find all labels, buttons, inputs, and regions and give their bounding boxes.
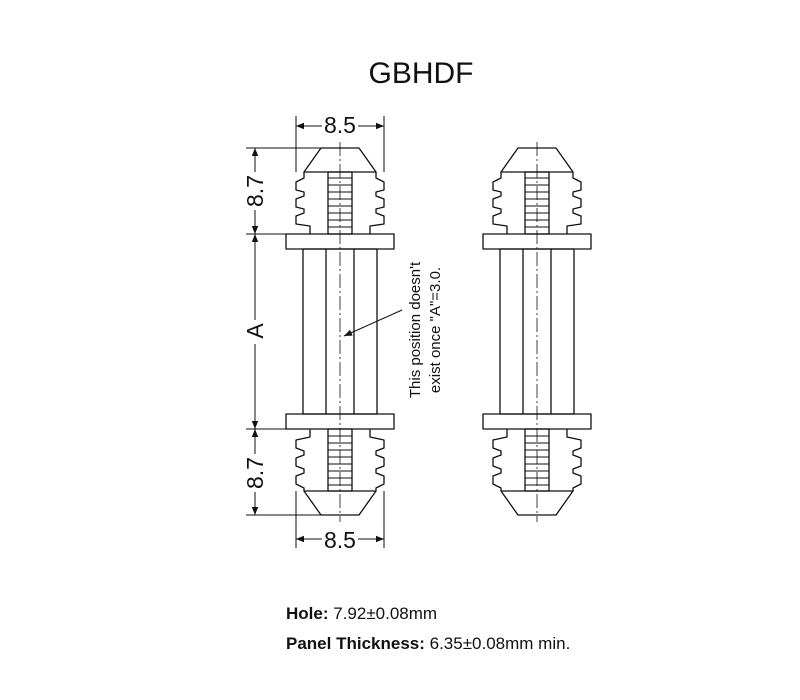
panel-thickness-value: 6.35±0.08mm min. xyxy=(429,634,571,653)
note-line-2: exist once "A"=3.0. xyxy=(427,267,444,393)
panel-thickness-label: Panel Thickness: xyxy=(286,634,425,653)
bottom-height-label: 8.7 xyxy=(242,457,268,489)
hole-spec: Hole: 7.92±0.08mm xyxy=(286,604,437,624)
bottom-height-label-bg xyxy=(244,454,266,492)
hole-spec-label: Hole: xyxy=(286,604,329,623)
top-height-label: 8.7 xyxy=(242,175,268,207)
note-leader-arrow xyxy=(343,309,403,337)
hole-spec-value: 7.92±0.08mm xyxy=(333,604,438,623)
bottom-width-label: 8.5 xyxy=(324,527,356,553)
note-line-1: This position doesn't xyxy=(407,261,424,398)
top-height-label-bg xyxy=(244,172,266,210)
middle-length-label: A xyxy=(242,323,268,339)
diagram-title: GBHDF xyxy=(369,57,474,90)
bottom-width-label-bg xyxy=(322,528,358,550)
top-width-label: 8.5 xyxy=(324,112,356,138)
panel-thickness-spec: Panel Thickness: 6.35±0.08mm min. xyxy=(286,634,570,654)
a-label-bg xyxy=(244,320,266,344)
top-width-label-bg xyxy=(322,113,358,135)
